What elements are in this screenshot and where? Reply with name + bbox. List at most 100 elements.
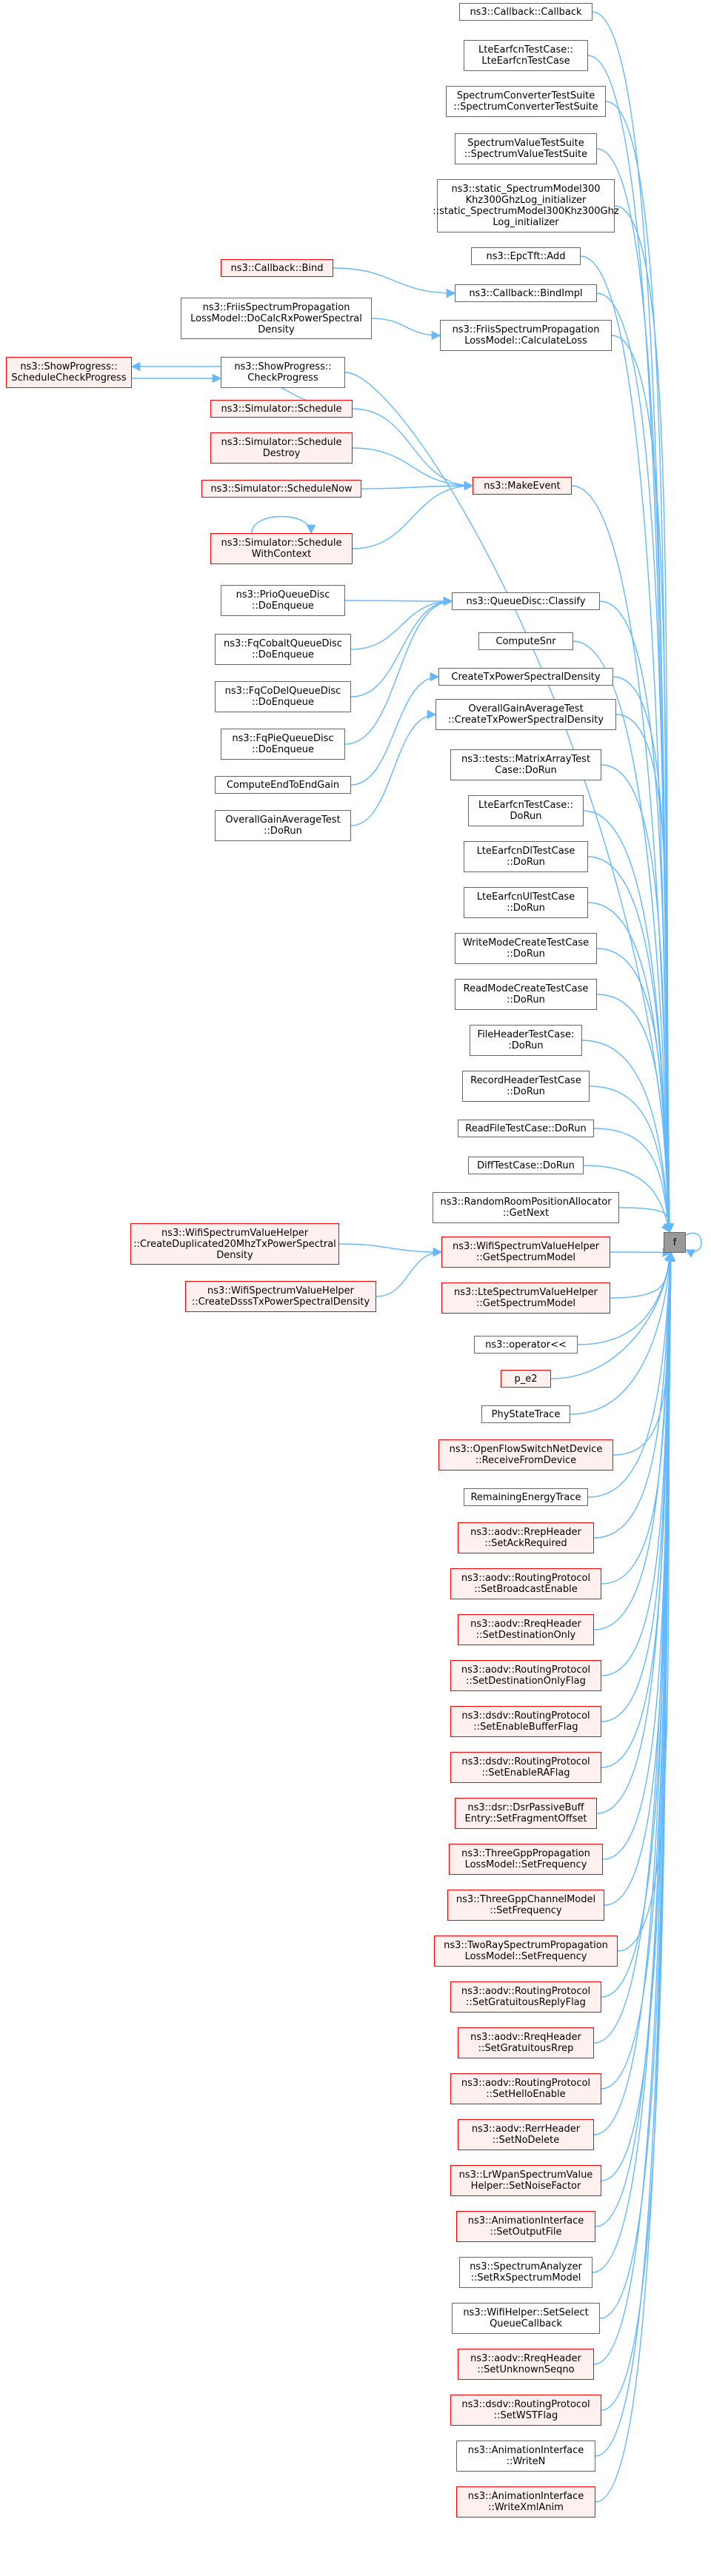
node-fq-pie-enqueue[interactable]: ns3::FqPieQueueDisc ::DoEnqueue	[221, 729, 345, 760]
node-compute-end-to-end-gain[interactable]: ComputeEndToEndGain	[215, 776, 351, 794]
node-lte-earfcn-ul-dorun[interactable]: LteEarfcnUlTestCase ::DoRun	[464, 887, 588, 918]
node-simulator-schedule-with-context[interactable]: ns3::Simulator::Schedule WithContext	[210, 533, 353, 564]
edge-fqcodel-to-classify	[350, 596, 453, 697]
node-openflow-receive-from-device[interactable]: ns3::OpenFlowSwitchNetDevice ::ReceiveFr…	[438, 1439, 613, 1471]
edge-prio-to-classify	[344, 596, 453, 606]
edge-phystate-to-f	[570, 1251, 675, 1415]
node-read-mode-create-dorun[interactable]: ReadModeCreateTestCase ::DoRun	[455, 979, 597, 1010]
node-wifi-create-dsss[interactable]: ns3::WifiSpectrumValueHelper ::CreateDss…	[185, 1281, 376, 1312]
node-make-event[interactable]: ns3::MakeEvent	[473, 477, 572, 495]
node-showprogress-schedule-check[interactable]: ns3::ShowProgress:: ScheduleCheckProgres…	[6, 357, 132, 388]
edge-wifidup-to-wifiget	[338, 1243, 443, 1257]
node-file-header-dorun[interactable]: FileHeaderTestCase: :DoRun	[470, 1025, 582, 1056]
node-showprogress-check[interactable]: ns3::ShowProgress:: CheckProgress	[221, 357, 345, 388]
edge-animxml-to-f	[595, 1251, 676, 2503]
node-aodv-rerr-set-no-delete[interactable]: ns3::aodv::RerrHeader ::SetNoDelete	[458, 2119, 594, 2150]
edge-earfcnul-to-f	[587, 902, 674, 1234]
node-aodv-set-gratuitous-reply-flag[interactable]: ns3::aodv::RoutingProtocol ::SetGratuito…	[450, 1981, 601, 2013]
node-animation-write-n[interactable]: ns3::AnimationInterface ::WriteN	[456, 2440, 595, 2472]
node-threegpp-channel-set-frequency[interactable]: ns3::ThreeGppChannelModel ::SetFrequency	[447, 1890, 604, 1921]
edge-matrix-to-f	[601, 764, 674, 1234]
node-spectrum-analyzer-set-rx-model[interactable]: ns3::SpectrumAnalyzer ::SetRxSpectrumMod…	[459, 2257, 592, 2288]
edge-ctx-to-makeevent	[352, 481, 474, 549]
node-aodv-rreq-set-gratuitous-rrep[interactable]: ns3::aodv::RreqHeader ::SetGratuitousRre…	[458, 2027, 594, 2058]
edge-ogadorun-to-ogacreate	[350, 709, 437, 826]
node-aodv-rreq-set-destination-only[interactable]: ns3::aodv::RreqHeader ::SetDestinationOn…	[458, 1614, 594, 1645]
edge-earfcndl-to-f	[587, 856, 674, 1234]
node-callback-callback[interactable]: ns3::Callback::Callback	[459, 3, 592, 21]
node-lrwpan-set-noise-factor[interactable]: ns3::LrWpanSpectrumValue Helper::SetNois…	[450, 2165, 601, 2196]
node-simulator-schedule[interactable]: ns3::Simulator::Schedule	[210, 400, 353, 418]
node-lte-earfcn-testcase-ctor[interactable]: LteEarfcnTestCase:: LteEarfcnTestCase	[464, 40, 588, 71]
edge-friiscalc-to-f	[611, 335, 675, 1234]
node-read-file-dorun[interactable]: ReadFileTestCase::DoRun	[458, 1120, 594, 1137]
node-aodv-set-destination-only-flag[interactable]: ns3::aodv::RoutingProtocol ::SetDestinat…	[450, 1660, 601, 1691]
node-phy-state-trace[interactable]: PhyStateTrace	[481, 1405, 570, 1423]
node-queue-disc-classify[interactable]: ns3::QueueDisc::Classify	[452, 592, 600, 610]
node-create-tx-power-spectral-density[interactable]: CreateTxPowerSpectralDensity	[438, 668, 613, 686]
node-lte-get-spectrum-model[interactable]: ns3::LteSpectrumValueHelper ::GetSpectru…	[441, 1282, 610, 1314]
focus-node-f[interactable]: f	[664, 1232, 686, 1253]
node-diff-test-dorun[interactable]: DiffTestCase::DoRun	[468, 1157, 584, 1174]
node-record-header-dorun[interactable]: RecordHeaderTestCase ::DoRun	[462, 1071, 590, 1102]
node-spectrum-value-test-suite[interactable]: SpectrumValueTestSuite ::SpectrumValueTe…	[455, 133, 597, 164]
edge-fqpie-to-classify	[344, 596, 453, 745]
node-friis-calculate-loss[interactable]: ns3::FriisSpectrumPropagation LossModel:…	[440, 320, 612, 351]
edge-wifiget-to-f	[610, 1248, 672, 1257]
edge-now-to-makeevent	[361, 481, 474, 491]
node-remaining-energy-trace[interactable]: RemainingEnergyTrace	[464, 1488, 588, 1506]
node-aodv-set-hello-enable[interactable]: ns3::aodv::RoutingProtocol ::SetHelloEna…	[450, 2073, 601, 2104]
node-epctft-add[interactable]: ns3::EpcTft::Add	[471, 247, 581, 265]
node-animation-write-xml-anim[interactable]: ns3::AnimationInterface ::WriteXmlAnim	[456, 2486, 595, 2518]
node-dsr-passive-buff-set-fragment-offset[interactable]: ns3::dsr::DsrPassiveBuff Entry::SetFragm…	[455, 1798, 597, 1829]
node-dsdv-set-wst-flag[interactable]: ns3::dsdv::RoutingProtocol ::SetWSTFlag	[450, 2395, 601, 2426]
node-compute-snr[interactable]: ComputeSnr	[478, 632, 573, 650]
node-wifi-get-spectrum-model[interactable]: ns3::WifiSpectrumValueHelper ::GetSpectr…	[441, 1237, 610, 1268]
edge-aodvrrepack-to-f	[593, 1251, 675, 1539]
edge-fileheader-to-f	[581, 1040, 674, 1234]
node-prio-queue-disc-enqueue[interactable]: ns3::PrioQueueDisc ::DoEnqueue	[221, 585, 345, 616]
node-aodv-rreq-set-unknown-seqno[interactable]: ns3::aodv::RreqHeader ::SetUnknownSeqno	[458, 2349, 594, 2380]
node-fq-codel-enqueue[interactable]: ns3::FqCoDelQueueDisc ::DoEnqueue	[215, 681, 351, 712]
node-matrix-array-test-dorun[interactable]: ns3::tests::MatrixArrayTest Case::DoRun	[450, 749, 601, 780]
node-lte-earfcn-dl-dorun[interactable]: LteEarfcnDlTestCase ::DoRun	[464, 841, 588, 872]
node-write-mode-create-dorun[interactable]: WriteModeCreateTestCase ::DoRun	[455, 933, 597, 964]
edge-destroy-to-makeevent	[352, 447, 474, 491]
node-threegpp-propagation-set-frequency[interactable]: ns3::ThreeGppPropagation LossModel::SetF…	[449, 1844, 603, 1875]
node-tworay-set-frequency[interactable]: ns3::TwoRaySpectrumPropagation LossModel…	[434, 1936, 618, 1967]
edge-computesnr-to-f	[573, 640, 675, 1234]
edge-readfile-to-f	[593, 1128, 673, 1234]
node-wifi-helper-set-select-queue-callback[interactable]: ns3::WifiHelper::SetSelect QueueCallback	[452, 2303, 600, 2334]
node-animation-set-output-file[interactable]: ns3::AnimationInterface ::SetOutputFile	[456, 2211, 595, 2242]
node-wifi-create-duplicated-20mhz[interactable]: ns3::WifiSpectrumValueHelper ::CreateDup…	[130, 1223, 339, 1265]
node-overall-gain-dorun[interactable]: OverallGainAverageTest ::DoRun	[215, 810, 351, 841]
edge-ogacreate-to-f	[615, 714, 674, 1234]
node-dsdv-set-enable-buffer-flag[interactable]: ns3::dsdv::RoutingProtocol ::SetEnableBu…	[450, 1706, 601, 1737]
node-spectrum-converter-test-suite[interactable]: SpectrumConverterTestSuite ::SpectrumCon…	[446, 86, 606, 117]
node-simulator-schedule-now[interactable]: ns3::Simulator::ScheduleNow	[201, 480, 361, 498]
node-callback-bindimpl[interactable]: ns3::Callback::BindImpl	[455, 284, 597, 302]
node-fq-cobalt-enqueue[interactable]: ns3::FqCobaltQueueDisc ::DoEnqueue	[215, 634, 351, 665]
node-p-e2[interactable]: p_e2	[501, 1370, 551, 1388]
edge-recordheader-to-f	[589, 1085, 674, 1234]
node-overall-gain-create-tx[interactable]: OverallGainAverageTest ::CreateTxPowerSp…	[435, 699, 616, 730]
edge-wifidsss-to-wifiget	[375, 1247, 443, 1297]
node-friis-docalc-rx-power[interactable]: ns3::FriisSpectrumPropagation LossModel:…	[181, 298, 372, 339]
node-operator-stream[interactable]: ns3::operator<<	[474, 1336, 578, 1354]
node-aodv-rrep-set-ack-required[interactable]: ns3::aodv::RrepHeader ::SetAckRequired	[458, 1522, 594, 1553]
edge-computeend-to-createtx	[350, 672, 440, 786]
edge-openflow-to-f	[612, 1251, 675, 1456]
node-callback-bind[interactable]: ns3::Callback::Bind	[221, 259, 333, 277]
edge-schedule-to-makeevent	[352, 408, 474, 491]
node-lte-earfcn-dorun[interactable]: LteEarfcnTestCase:: DoRun	[468, 795, 584, 826]
edge-writemode-to-f	[596, 948, 674, 1234]
node-dsdv-set-enable-ra-flag[interactable]: ns3::dsdv::RoutingProtocol ::SetEnableRA…	[450, 1752, 601, 1783]
node-aodv-set-broadcast-enable[interactable]: ns3::aodv::RoutingProtocol ::SetBroadcas…	[450, 1568, 601, 1599]
node-simulator-schedule-destroy[interactable]: ns3::Simulator::Schedule Destroy	[210, 432, 353, 464]
edge-randomroom-to-f	[618, 1207, 670, 1234]
edge-fqcobalt-to-classify	[350, 596, 453, 650]
edge-classify-to-f	[599, 600, 675, 1234]
node-static-spectrum-model-initializer[interactable]: ns3::static_SpectrumModel300 Khz300GhzLo…	[433, 179, 619, 232]
node-random-room-get-next[interactable]: ns3::RandomRoomPositionAllocator ::GetNe…	[433, 1192, 619, 1223]
